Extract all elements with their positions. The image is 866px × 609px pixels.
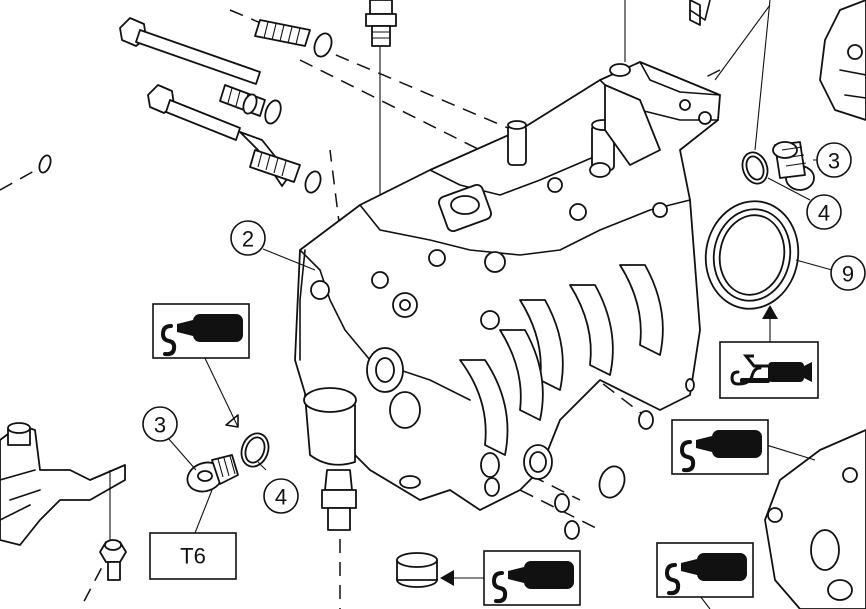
crankcase-body xyxy=(294,61,721,511)
callout-9-label: 9 xyxy=(842,262,854,287)
torque-spec-box: T6 xyxy=(149,532,237,580)
callout-4-right-label: 4 xyxy=(818,201,830,226)
callout-2-label: 2 xyxy=(242,227,254,252)
adjacent-housing-top-right xyxy=(819,0,866,121)
callout-2: 2 xyxy=(230,220,266,256)
sealant-icon-bottom-center xyxy=(483,550,581,606)
adjacent-housing-left xyxy=(0,422,126,546)
callout-3-left-label: 3 xyxy=(154,413,166,438)
arrow-to-oil-seal xyxy=(762,305,778,319)
oil-seal xyxy=(704,200,800,310)
callout-3-right: 3 xyxy=(816,142,852,178)
callout-4-left: 4 xyxy=(263,478,299,514)
callout-3-right-label: 3 xyxy=(828,149,840,174)
sealant-icon-right xyxy=(671,419,769,475)
callout-4-right: 4 xyxy=(806,194,842,230)
bottom-plug-center xyxy=(396,552,438,588)
adjacent-housing-bottom-right xyxy=(764,429,866,609)
torque-spec-label: T6 xyxy=(180,544,206,569)
small-bolt-bottom-left xyxy=(99,539,127,581)
sealant-icon-bottom-right xyxy=(656,542,754,598)
long-bolt-upper xyxy=(119,17,333,85)
long-bolt-middle xyxy=(147,84,322,194)
sealant-icon-upper-left xyxy=(152,303,250,359)
washer-small-left xyxy=(38,154,52,174)
callout-4-left-label: 4 xyxy=(275,485,287,510)
callout-3-left: 3 xyxy=(142,406,178,442)
drain-plug-left xyxy=(186,454,239,493)
plug-right xyxy=(772,141,815,191)
top-fitting xyxy=(365,0,397,47)
bottom-plug-left xyxy=(321,469,357,531)
arrow-to-plug xyxy=(440,570,454,586)
leader-lines xyxy=(167,0,833,609)
grease-gun-icon xyxy=(730,354,812,386)
o-rings-small xyxy=(554,410,654,540)
grease-icon-box xyxy=(719,341,819,399)
callout-9: 9 xyxy=(830,255,866,291)
